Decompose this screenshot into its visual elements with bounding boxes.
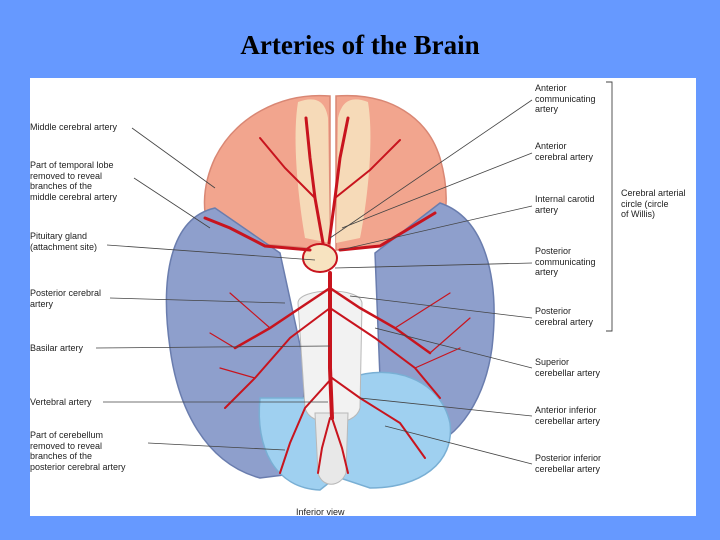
label-anterior-inferior-cerebellar-artery: Anterior inferior cerebellar artery [535,405,601,426]
label-circle-of-willis: Cerebral arterial circle (circle of Will… [621,188,686,219]
leader-lines-right [329,99,533,465]
figure-caption: Inferior view [296,507,345,516]
label-anterior-cerebral-artery: Anterior cerebral artery [535,141,594,162]
label-pituitary-gland: Pituitary gland (attachment site) [30,231,98,252]
label-internal-carotid-artery: Internal carotid artery [535,194,595,215]
cerebellum-right [339,371,452,489]
label-superior-cerebellar-artery: Superior cerebellar artery [535,357,601,378]
leader-lines-left [95,127,331,451]
label-anterior-communicating-artery: Anterior communicating artery [535,83,596,114]
label-posterior-cerebral-artery-right: Posterior cerebral artery [535,306,594,327]
brain-arteries-figure: Middle cerebral artery Part of temporal … [30,78,696,516]
label-vertebral-artery: Vertebral artery [30,397,92,407]
brain-illustration [95,81,613,491]
pituitary-gland [302,243,338,273]
label-posterior-communicating-artery: Posterior communicating artery [535,246,596,277]
circle-of-willis-bracket [606,81,613,332]
label-cerebellum-removed: Part of cerebellum removed to reveal bra… [30,430,126,472]
label-temporal-lobe-removed: Part of temporal lobe removed to reveal … [30,160,118,202]
slide-title: Arteries of the Brain [240,30,480,60]
label-middle-cerebral-artery: Middle cerebral artery [30,122,118,132]
label-posterior-cerebral-artery-left: Posterior cerebral artery [30,288,102,309]
label-posterior-inferior-cerebellar-artery: Posterior inferior cerebellar artery [535,453,602,474]
label-basilar-artery: Basilar artery [30,343,84,353]
artery-network [203,116,471,474]
